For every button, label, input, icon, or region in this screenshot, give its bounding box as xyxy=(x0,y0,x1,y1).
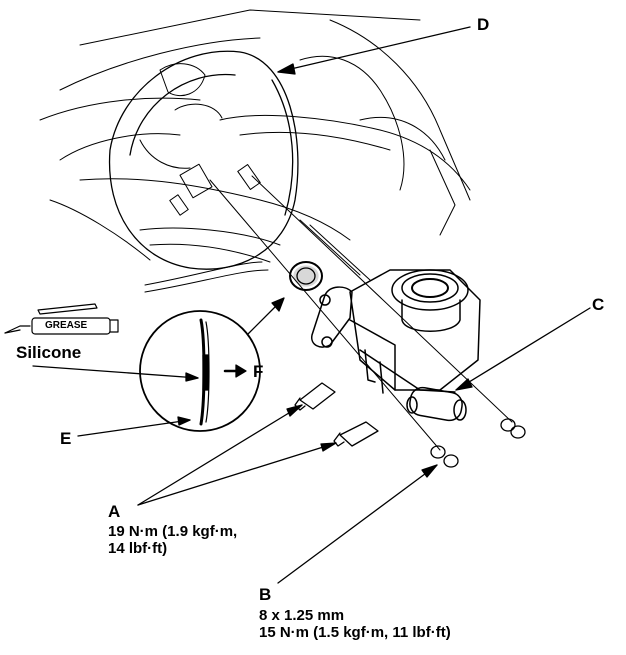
callout-b-spec: 8 x 1.25 mm 15 N·m (1.5 kgf·m, 11 lbf·ft… xyxy=(259,607,451,641)
callout-b-torque: 15 N·m (1.5 kgf·m, 11 lbf·ft) xyxy=(259,624,451,641)
leader-silicone xyxy=(32,365,199,379)
master-cylinder xyxy=(311,269,481,422)
detail-circle xyxy=(139,310,261,432)
leader-c xyxy=(455,307,591,391)
label-b: B xyxy=(259,585,272,604)
direction-arrowhead-f xyxy=(235,364,247,378)
label-e: E xyxy=(60,429,72,448)
label-f: F xyxy=(253,362,264,381)
detail-to-seal-arrowhead xyxy=(271,297,285,312)
leader-a-1 xyxy=(137,404,303,506)
label-silicone: Silicone xyxy=(16,343,82,362)
nut-lower xyxy=(430,445,459,468)
nut-upper xyxy=(500,418,526,439)
callout-b-size: 8 x 1.25 mm xyxy=(259,607,345,624)
leader-e-arrow xyxy=(177,416,191,426)
leader-a-2-arrow xyxy=(320,442,337,452)
engine-bay-background xyxy=(39,9,471,293)
label-c: C xyxy=(592,295,605,314)
leader-d xyxy=(277,26,471,73)
leader-b xyxy=(277,464,438,584)
leader-d-arrow xyxy=(277,63,296,75)
leader-b-arrow xyxy=(421,464,438,478)
leader-c-arrow xyxy=(455,378,473,391)
callout-a-torque: 19 N·m (1.9 kgf·m, xyxy=(108,523,238,540)
grease-tube-label: GREASE xyxy=(45,320,88,331)
leader-a-1-arrow xyxy=(286,404,303,417)
brake-booster xyxy=(108,50,299,270)
leader-silicone-arrow xyxy=(185,372,199,382)
callout-a-spec: 19 N·m (1.9 kgf·m, 14 lbf·ft) xyxy=(108,523,237,557)
grease-tube-icon xyxy=(4,303,119,335)
fitting-lower xyxy=(333,421,379,447)
leader-e xyxy=(77,419,191,437)
callout-a-torque-cont: 14 lbf·ft) xyxy=(108,540,168,557)
label-d: D xyxy=(477,15,490,34)
seal-part xyxy=(289,261,323,291)
label-a: A xyxy=(108,502,121,521)
leader-a-2 xyxy=(137,442,337,506)
